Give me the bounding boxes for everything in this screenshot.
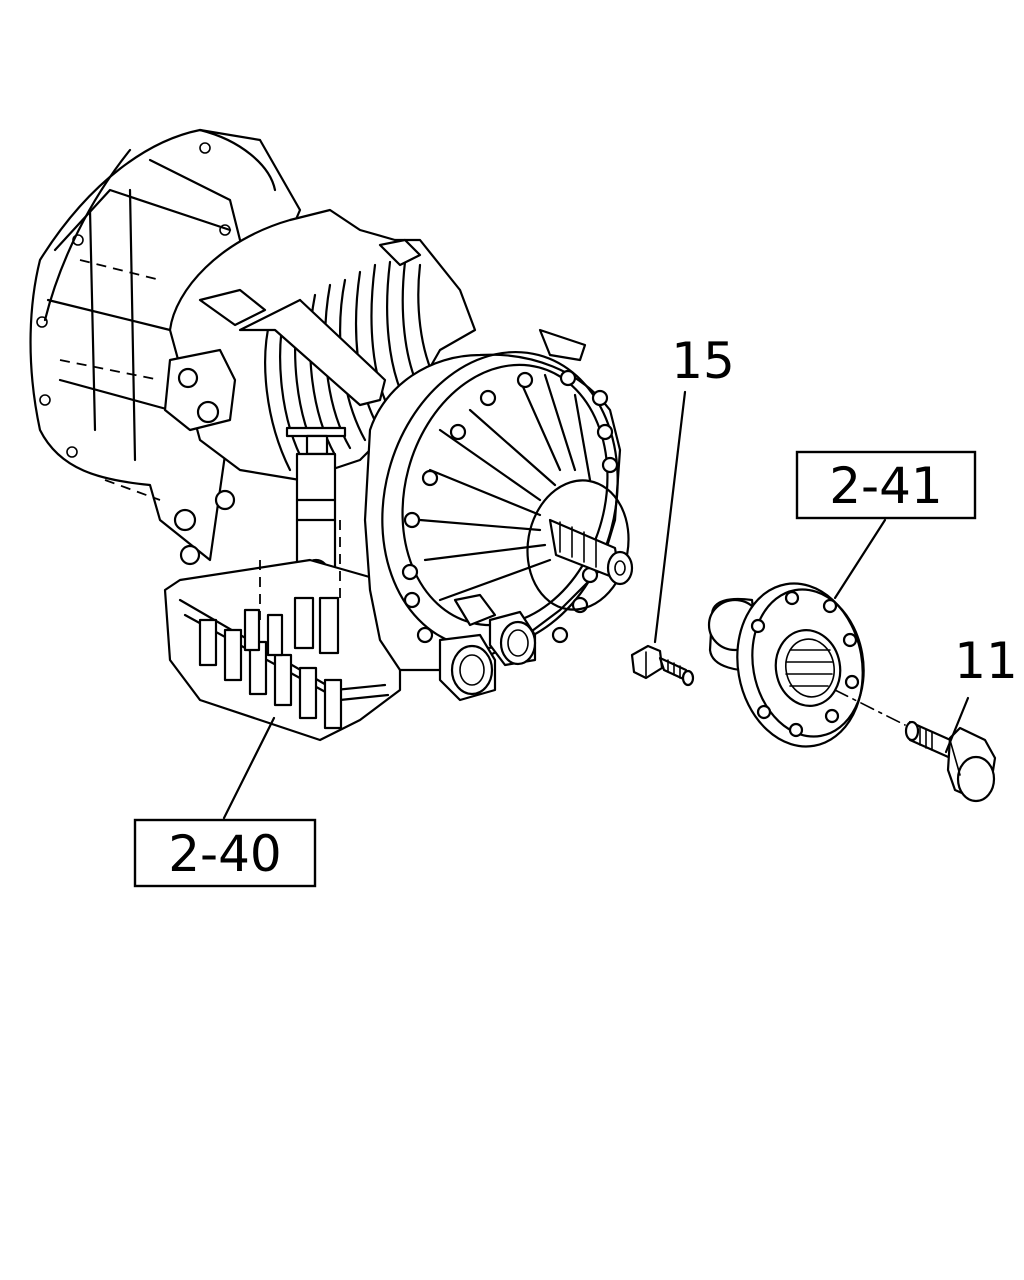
- callout-label-2-41: 2-41: [829, 457, 942, 515]
- callout-companion-flange: 2-41: [795, 450, 977, 520]
- callout-label-11: 11: [954, 632, 1018, 690]
- flange-bolt: [630, 644, 695, 687]
- callout-transmission-assembly: 2-40: [133, 818, 317, 888]
- callout-box-2-41: [795, 450, 977, 520]
- leader-15: [653, 390, 687, 644]
- companion-flange: [707, 582, 906, 748]
- leader-11: [944, 696, 970, 754]
- leader-lines: [222, 390, 970, 820]
- callout-label-15: 15: [671, 332, 735, 390]
- callout-box-2-40: [133, 818, 317, 888]
- leader-2-40: [222, 716, 276, 820]
- callout-label-2-40: 2-40: [168, 825, 281, 883]
- leader-2-41: [833, 518, 887, 600]
- hex-bolt: [904, 720, 997, 803]
- callout-hex-bolt: 11: [954, 632, 1018, 690]
- callout-flange-bolt: 15: [671, 332, 735, 390]
- transmission-assembly: [29, 128, 634, 742]
